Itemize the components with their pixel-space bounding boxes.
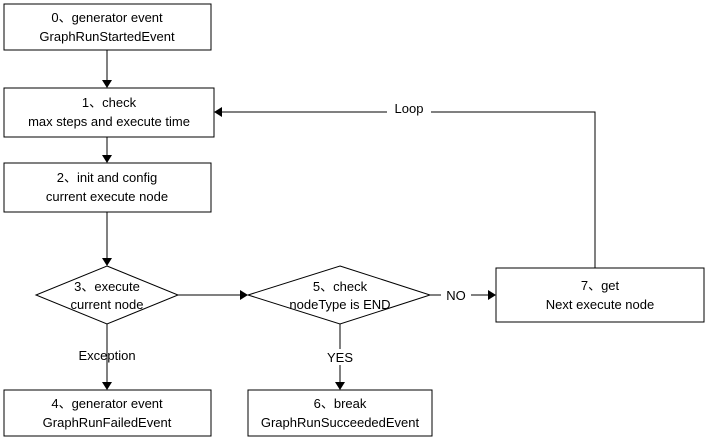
node-7-box — [495, 267, 705, 323]
node-6-line2: GraphRunSucceededEvent — [261, 415, 420, 430]
yes-label: YES — [327, 350, 353, 365]
node-0-line1: 0、generator event — [51, 10, 163, 25]
node-2-line2: current execute node — [46, 189, 168, 204]
node-0-line2: GraphRunStartedEvent — [39, 29, 175, 44]
node-0-box — [3, 3, 212, 51]
node-4-line1: 4、generator event — [51, 396, 163, 411]
node-6-break-succeeded: 6、break GraphRunSucceededEvent — [247, 389, 433, 437]
node-4-box — [3, 389, 212, 437]
node-3-line1: 3、execute — [74, 279, 140, 294]
node-1-check-limits: 1、check max steps and execute time — [3, 87, 215, 138]
node-2-box — [3, 162, 212, 213]
node-6-box — [247, 389, 433, 437]
node-3-execute-decision: 3、execute current node — [34, 265, 180, 325]
node-1-line1: 1、check — [82, 95, 137, 110]
edge-5-to-6-arrowhead — [335, 382, 345, 390]
node-1-line2: max steps and execute time — [28, 114, 190, 129]
node-6-line1: 6、break — [314, 396, 367, 411]
edge-3-to-4-arrowhead — [102, 382, 112, 390]
node-0-generator-start: 0、generator event GraphRunStartedEvent — [3, 3, 212, 51]
node-7-line1: 7、get — [581, 278, 620, 293]
node-1-box — [3, 87, 215, 138]
edge-7-to-1-loop — [222, 111, 596, 268]
node-4-generator-failed: 4、generator event GraphRunFailedEvent — [3, 389, 212, 437]
node-4-line2: GraphRunFailedEvent — [43, 415, 172, 430]
edge-7-to-1-arrowhead — [214, 107, 222, 117]
edge-0-to-1-arrowhead — [102, 80, 112, 88]
node-2-init-config: 2、init and config current execute node — [3, 162, 212, 213]
loop-label: Loop — [395, 101, 424, 116]
node-7-line2: Next execute node — [546, 297, 654, 312]
node-5-line2: nodeType is END — [289, 297, 390, 312]
no-label: NO — [446, 288, 466, 303]
edge-2-to-3-arrowhead — [102, 258, 112, 266]
node-5-check-end-decision: 5、check nodeType is END — [246, 265, 432, 325]
edge-5-to-7-arrowhead — [488, 290, 496, 300]
node-3-diamond — [34, 265, 180, 325]
no-label-background — [441, 287, 471, 303]
edge-3-to-5-arrowhead — [240, 290, 248, 300]
node-5-diamond — [246, 265, 432, 325]
edge-1-to-2-arrowhead — [102, 155, 112, 163]
node-2-line1: 2、init and config — [57, 170, 157, 185]
loop-label-background — [387, 100, 431, 116]
node-5-line1: 5、check — [313, 279, 368, 294]
node-7-get-next: 7、get Next execute node — [495, 267, 705, 323]
yes-label-background — [322, 349, 358, 365]
node-3-line2: current node — [71, 297, 144, 312]
exception-label: Exception — [78, 348, 135, 363]
